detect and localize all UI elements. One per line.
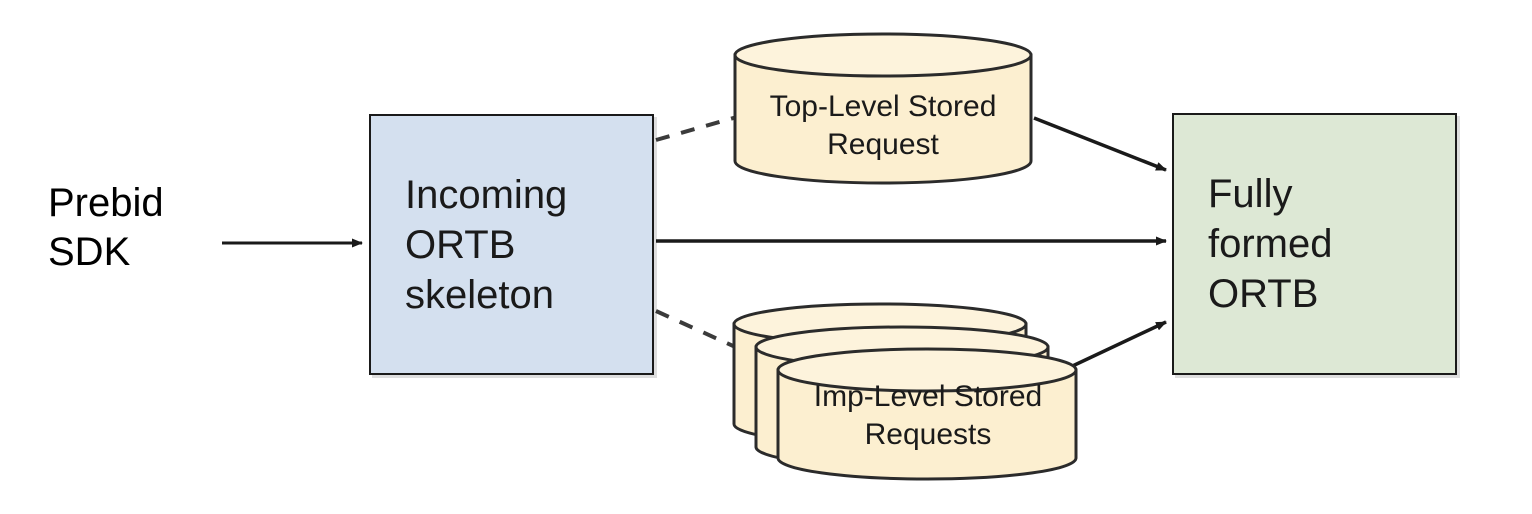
cylinder-shape (733, 32, 1033, 185)
node-imp-level-stored-requests[interactable]: Imp-Level Stored Requests (731, 300, 1081, 482)
node-fully-formed-ortb[interactable]: Fully formed ORTB (1172, 113, 1457, 375)
cylinder-front (776, 347, 1078, 481)
edge-skeleton-to-top-store (655, 115, 738, 142)
node-incoming-ortb-skeleton-label: Incoming ORTB skeleton (405, 172, 568, 317)
node-top-level-stored-request[interactable]: Top-Level Stored Request (733, 32, 1033, 185)
node-incoming-ortb-skeleton[interactable]: Incoming ORTB skeleton (369, 114, 654, 375)
edge-top-store-to-output (1033, 116, 1167, 172)
node-fully-formed-ortb-label: Fully formed ORTB (1208, 172, 1333, 316)
source-label-prebid-sdk: Prebid SDK (48, 181, 164, 274)
cylinder-stack-shape (732, 302, 1078, 481)
